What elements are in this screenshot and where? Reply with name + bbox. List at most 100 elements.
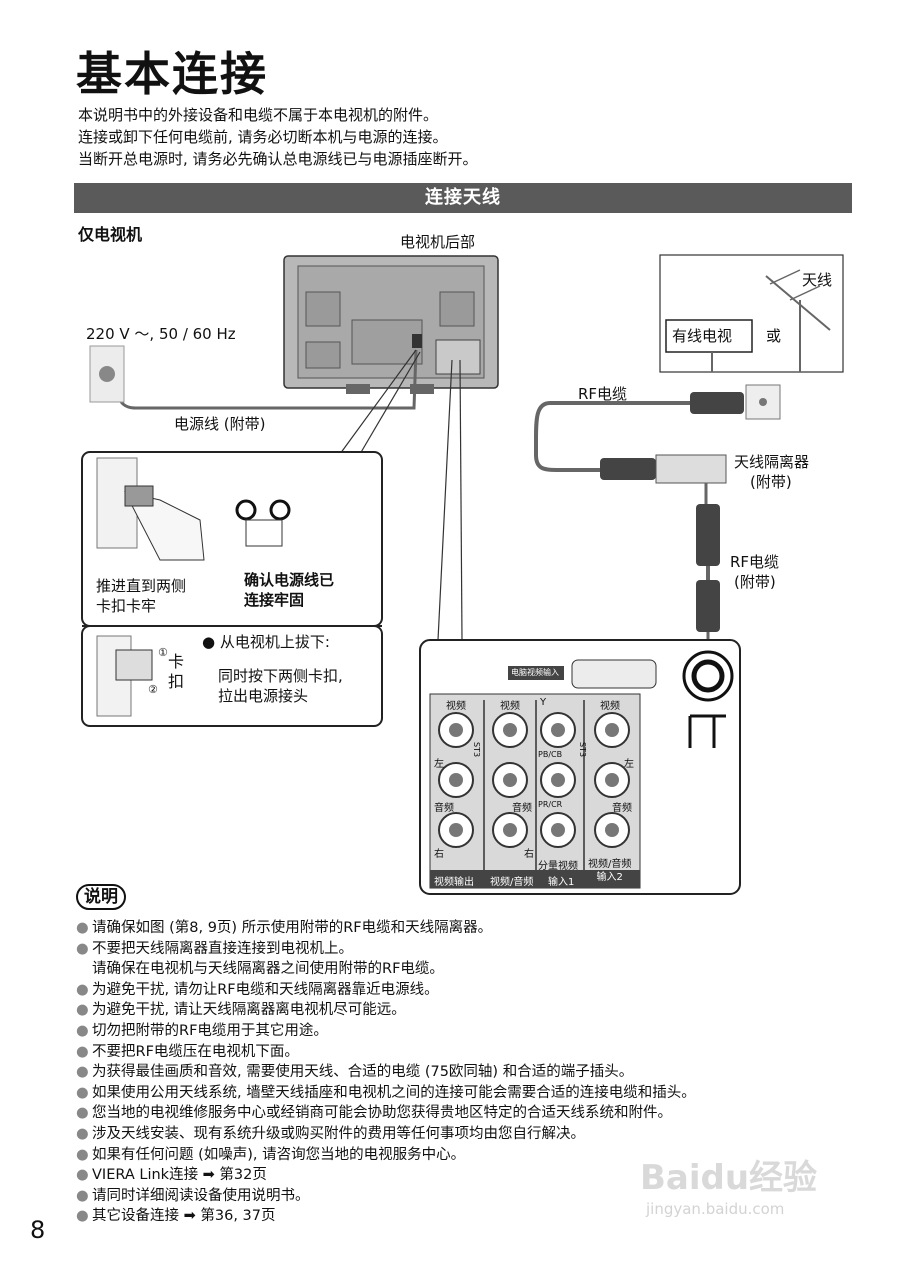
note-text: 其它设备连接 ➡ 第36, 37页	[92, 1208, 276, 1224]
rf-cable-label: RF电缆	[578, 384, 627, 404]
inset1-right-text: 确认电源线已 连接牢固	[244, 570, 334, 610]
pc-input-label: 电脑视频输入	[511, 667, 559, 678]
panel-bottom-label-1: 视频输出	[434, 873, 474, 888]
note-item: ●为获得最佳画质和音效, 需要使用天线、合适的电缆 (75欧同轴) 和合适的端子…	[76, 1062, 696, 1083]
watermark: Baidu经验	[640, 1150, 817, 1199]
note-item: ●如果有任何问题 (如噪声), 请咨询您当地的电视服务中心。	[76, 1145, 696, 1166]
note-text: 为获得最佳画质和音效, 需要使用天线、合适的电缆 (75欧同轴) 和合适的端子插…	[92, 1064, 633, 1080]
audio-label-3: 音频	[612, 799, 632, 814]
component-video-label: 分量视频	[538, 857, 578, 872]
inset2-line: 拉出电源接头	[218, 686, 343, 706]
bullet-icon: ●	[76, 1145, 89, 1166]
panel-bottom-label-2: 视频/音频	[490, 873, 533, 888]
col4-top-label: 视频	[600, 697, 620, 712]
note-item: ●不要把天线隔离器直接连接到电视机上。	[76, 939, 696, 960]
bullet-icon: ●	[76, 1042, 89, 1063]
bullet-icon: ●	[76, 1186, 89, 1207]
col2-top-label: 视频	[500, 697, 520, 712]
right-label-2: 右	[524, 845, 534, 860]
antenna-label: 天线	[802, 270, 832, 290]
note-text: 如果使用公用天线系统, 墙壁天线插座和电视机之间的连接可能会需要合适的连接电缆和…	[92, 1085, 696, 1101]
panel-bottom-label-4: 视频/音频 输入2	[588, 858, 631, 884]
note-item: ●其它设备连接 ➡ 第36, 37页	[76, 1206, 696, 1227]
clip-label-line: 卡	[168, 652, 184, 672]
tv-rear-label: 电视机后部	[400, 232, 475, 252]
audio-label-1: 音频	[434, 799, 454, 814]
col1-top-label: 视频	[446, 697, 466, 712]
bullet-icon: ●	[76, 1103, 89, 1124]
power-cord-label: 电源线 (附带)	[174, 414, 265, 434]
isolator-label-line: (附带)	[734, 472, 809, 492]
circle-two: ②	[148, 683, 158, 696]
pb-label: PB/CB	[538, 750, 562, 759]
note-item: ●请确保如图 (第8, 9页) 所示使用附带的RF电缆和天线隔离器。	[76, 918, 696, 939]
note-continuation: 请确保在电视机与天线隔离器之间使用附带的RF电缆。	[76, 959, 696, 980]
note-item: ●不要把RF电缆压在电视机下面。	[76, 1042, 696, 1063]
bullet-icon: ●	[76, 1021, 89, 1042]
note-item: ●为避免干扰, 请让天线隔离器离电视机尽可能远。	[76, 1000, 696, 1021]
note-text: 为避免干扰, 请勿让RF电缆和天线隔离器靠近电源线。	[92, 982, 439, 998]
bullet-icon: ●	[76, 1083, 89, 1104]
note-text: 您当地的电视维修服务中心或经销商可能会协助您获得贵地区特定的合适天线系统和附件。	[92, 1105, 672, 1121]
tv-rear-illustration	[284, 256, 498, 394]
panel-bottom-label-4-line: 视频/音频	[588, 858, 631, 871]
rf-cable2-label-line: RF电缆	[730, 552, 779, 572]
or-label: 或	[766, 326, 781, 346]
note-text: 请同时详细阅读设备使用说明书。	[92, 1188, 310, 1204]
note-item: ●您当地的电视维修服务中心或经销商可能会协助您获得贵地区特定的合适天线系统和附件…	[76, 1103, 696, 1124]
note-item: ●切勿把附带的RF电缆用于其它用途。	[76, 1021, 696, 1042]
inset1-right-line: 连接牢固	[244, 590, 334, 610]
note-item: ●VIERA Link连接 ➡ 第32页	[76, 1165, 696, 1186]
connection-diagram	[0, 0, 902, 900]
clip-label: 卡 扣	[168, 652, 184, 692]
inset1-left-line: 卡扣卡牢	[96, 596, 186, 616]
watermark-url: jingyan.baidu.com	[646, 1200, 784, 1218]
note-text: 不要把RF电缆压在电视机下面。	[92, 1044, 299, 1060]
inset2-line: 同时按下两侧卡扣,	[218, 666, 343, 686]
note-item: ●请同时详细阅读设备使用说明书。	[76, 1186, 696, 1207]
bullet-icon: ●	[76, 939, 89, 960]
note-text: 请确保如图 (第8, 9页) 所示使用附带的RF电缆和天线隔离器。	[92, 920, 492, 936]
left-label-1: 左	[434, 755, 444, 770]
note-text: VIERA Link连接 ➡ 第32页	[92, 1167, 267, 1183]
left-label-2: 左	[624, 755, 634, 770]
notes-list: ●请确保如图 (第8, 9页) 所示使用附带的RF电缆和天线隔离器。 ●不要把天…	[76, 918, 696, 1227]
st3-label-2: ST3	[578, 742, 587, 757]
cable-tv-label: 有线电视	[672, 326, 732, 346]
inset2-text: 同时按下两侧卡扣, 拉出电源接头	[218, 666, 343, 706]
inset1-left-line: 推进直到两侧	[96, 576, 186, 596]
rf-cable2-label-line: (附带)	[730, 572, 779, 592]
audio-label-2: 音频	[512, 799, 532, 814]
clip-label-line: 扣	[168, 672, 184, 692]
isolator-label: 天线隔离器 (附带)	[734, 452, 809, 492]
inset2-heading: ● 从电视机上拔下:	[202, 632, 330, 652]
circle-one: ①	[158, 646, 168, 659]
isolator-label-line: 天线隔离器	[734, 452, 809, 472]
rf-cable2-label: RF电缆 (附带)	[730, 552, 779, 592]
bullet-icon: ●	[76, 1165, 89, 1186]
note-text: 切勿把附带的RF电缆用于其它用途。	[92, 1023, 328, 1039]
note-item: ●涉及天线安装、现有系统升级或购买附件的费用等任何事项均由您自行解决。	[76, 1124, 696, 1145]
bullet-icon: ●	[76, 1124, 89, 1145]
note-text: 如果有任何问题 (如噪声), 请咨询您当地的电视服务中心。	[92, 1147, 465, 1163]
bullet-icon: ●	[76, 1206, 89, 1227]
inset1-left-text: 推进直到两侧 卡扣卡牢	[96, 576, 186, 616]
note-text: 为避免干扰, 请让天线隔离器离电视机尽可能远。	[92, 1002, 406, 1018]
st3-label-1: ST3	[472, 742, 481, 757]
bullet-icon: ●	[76, 1062, 89, 1083]
note-item: ●为避免干扰, 请勿让RF电缆和天线隔离器靠近电源线。	[76, 980, 696, 1001]
col3-top-label: Y	[540, 697, 546, 708]
inset1-right-line: 确认电源线已	[244, 570, 334, 590]
right-label-1: 右	[434, 845, 444, 860]
page-number: 8	[30, 1216, 45, 1244]
note-text: 涉及天线安装、现有系统升级或购买附件的费用等任何事项均由您自行解决。	[92, 1126, 585, 1142]
bullet-icon: ●	[76, 918, 89, 939]
note-text: 不要把天线隔离器直接连接到电视机上。	[92, 941, 353, 957]
bullet-icon: ●	[76, 1000, 89, 1021]
panel-bottom-label-4-line: 输入2	[588, 871, 631, 884]
pr-label: PR/CR	[538, 800, 562, 809]
notes-heading: 说明	[76, 884, 126, 910]
note-item: ●如果使用公用天线系统, 墙壁天线插座和电视机之间的连接可能会需要合适的连接电缆…	[76, 1083, 696, 1104]
power-spec-label: 220 V 〜, 50 / 60 Hz	[86, 324, 236, 344]
panel-bottom-label-3: 输入1	[548, 873, 574, 888]
